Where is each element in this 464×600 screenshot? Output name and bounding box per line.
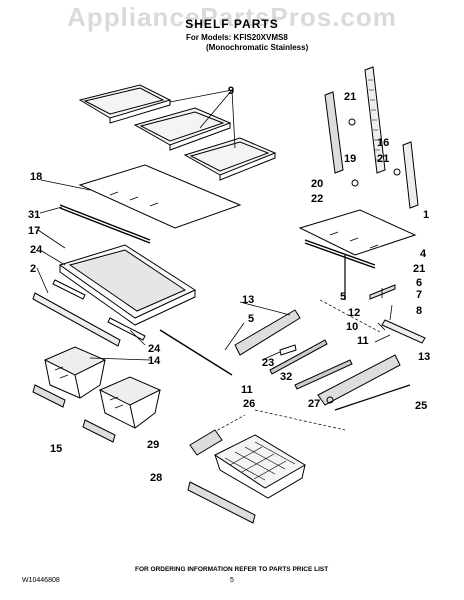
callout-8: 8 — [416, 305, 422, 317]
callout-23: 23 — [262, 357, 274, 369]
callout-15: 15 — [50, 443, 62, 455]
rod-part-5a[interactable] — [159, 329, 233, 376]
callout-21: 21 — [344, 91, 356, 103]
callout-5: 5 — [340, 291, 346, 303]
screw-part-22[interactable] — [351, 179, 359, 187]
glass-shelf-part-18[interactable] — [78, 164, 242, 229]
callout-13: 13 — [242, 294, 254, 306]
rod-part-25[interactable] — [334, 384, 411, 411]
callout-11: 11 — [357, 335, 369, 347]
rail-part-24b[interactable] — [107, 317, 146, 341]
slide-rail-part-13a[interactable] — [234, 309, 301, 356]
callout-5: 5 — [248, 313, 254, 325]
slide-rail-part-13b[interactable] — [317, 354, 401, 406]
callout-32: 32 — [280, 371, 292, 383]
callout-9: 9 — [228, 85, 234, 97]
crisper-drawer-part-14b[interactable] — [98, 376, 162, 429]
screw-part-27[interactable] — [326, 396, 334, 404]
callout-24: 24 — [148, 343, 161, 355]
screw-part-21a[interactable] — [348, 118, 356, 126]
callout-21: 21 — [413, 263, 425, 275]
shelf-glass-part-9a[interactable] — [78, 84, 172, 124]
callout-20: 20 — [311, 178, 323, 190]
callout-4: 4 — [420, 248, 427, 260]
bracket-part-6[interactable] — [369, 284, 396, 300]
trim-part-31[interactable] — [59, 204, 151, 244]
callout-18: 18 — [30, 171, 42, 183]
callout-25: 25 — [415, 400, 427, 412]
callout-14: 14 — [148, 355, 161, 367]
callout-12: 12 — [348, 307, 360, 319]
model-number-line: For Models: KFIS20XVMS8 — [186, 33, 288, 42]
shelf-channel-part-16[interactable] — [402, 141, 419, 209]
rail-part-11a[interactable] — [269, 339, 328, 375]
rail-part-24a[interactable] — [52, 279, 86, 300]
screw-part-21b[interactable] — [393, 168, 401, 176]
document-number: W10446808 — [22, 577, 60, 584]
shelf-channel-part-19[interactable] — [324, 66, 386, 174]
callout-13: 13 — [418, 351, 430, 363]
callout-31: 31 — [28, 209, 40, 221]
page-number: 5 — [230, 577, 234, 584]
crisper-cover-part-17[interactable] — [58, 244, 197, 326]
cover-part-29[interactable] — [189, 429, 223, 456]
callout-28: 28 — [150, 472, 162, 484]
callout-1: 1 — [423, 209, 429, 221]
callout-10: 10 — [346, 321, 358, 333]
callout-27: 27 — [308, 398, 320, 410]
deli-pan-part-26[interactable] — [214, 434, 306, 499]
callout-11: 11 — [241, 384, 253, 396]
pan-handle-part-28[interactable] — [187, 481, 256, 524]
callout-19: 19 — [344, 153, 356, 165]
shelf-glass-part-9b[interactable] — [133, 107, 232, 151]
finish-line: (Monochromatic Stainless) — [206, 43, 309, 52]
slide-part-8[interactable] — [381, 319, 426, 344]
callout-29: 29 — [147, 439, 159, 451]
callout-2: 2 — [30, 263, 36, 275]
callout-7: 7 — [416, 289, 422, 301]
glass-shelf-part-1[interactable] — [298, 209, 417, 256]
callout-6: 6 — [416, 277, 422, 289]
clip-part-23[interactable] — [279, 344, 297, 356]
callout-17: 17 — [28, 225, 40, 237]
trim-part-4[interactable] — [304, 239, 376, 269]
rail-part-32[interactable] — [294, 359, 353, 390]
rail-part-2[interactable] — [32, 292, 121, 347]
callout-16: 16 — [377, 137, 389, 149]
drawer-handle-part-15a[interactable] — [32, 384, 66, 408]
callout-22: 22 — [311, 193, 323, 205]
crisper-drawer-part-14a[interactable] — [43, 346, 107, 399]
callout-21: 21 — [377, 153, 389, 165]
page-title: SHELF PARTS — [185, 17, 279, 31]
callout-24: 24 — [30, 244, 43, 256]
ordering-footer-note: FOR ORDERING INFORMATION REFER TO PARTS … — [135, 566, 329, 573]
callout-26: 26 — [243, 398, 255, 410]
shelf-glass-part-9c[interactable] — [183, 137, 277, 181]
watermark: AppliancePartsPros.com — [67, 2, 397, 32]
drawer-handle-part-15b[interactable] — [82, 419, 116, 443]
